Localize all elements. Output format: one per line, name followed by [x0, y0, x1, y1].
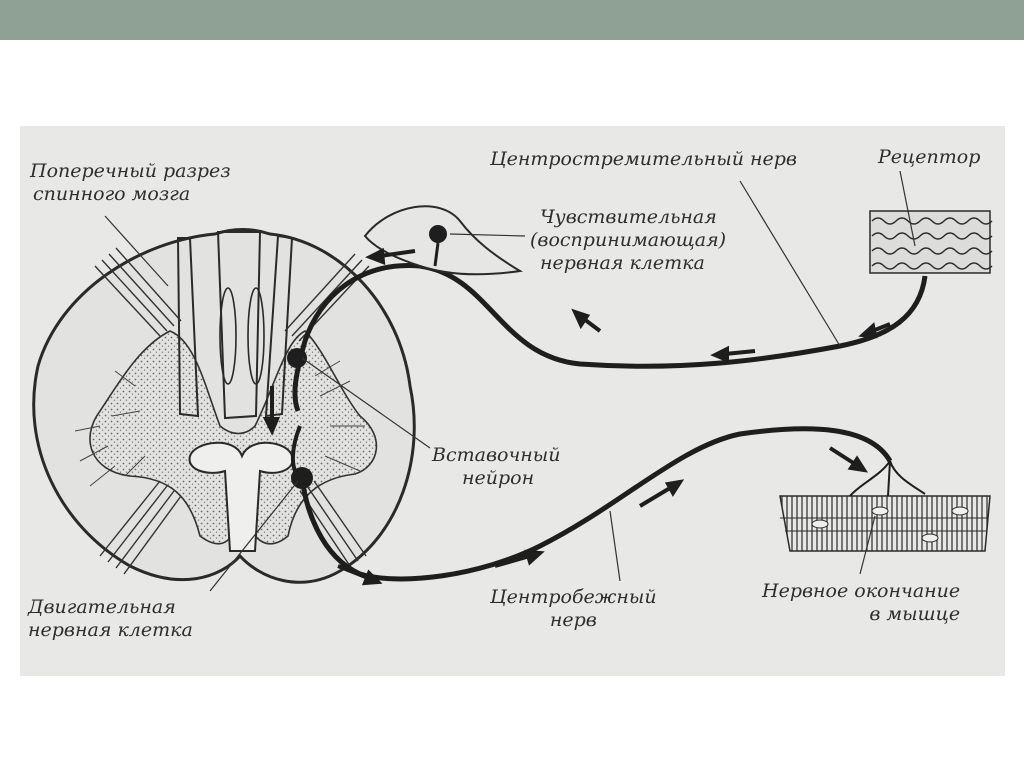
label-motor-cell: Двигательная нервная клетка [28, 596, 193, 642]
reflex-arc-diagram: Поперечный разрез спинного мозга Центрос… [20, 126, 1005, 676]
label-interneuron: Вставочный нейрон [432, 444, 561, 490]
label-receptor: Рецептор [878, 146, 980, 169]
receptor-structure [870, 211, 992, 273]
label-sensory-cell: Чувствительная (воспринимающая) нервная … [530, 206, 726, 275]
muscle-tissue [780, 461, 990, 551]
label-nerve-ending: Нервное окончание в мышце [762, 580, 960, 626]
spinal-cord-section [34, 230, 415, 583]
label-cross-section: Поперечный разрез спинного мозга [30, 160, 231, 206]
interneuron-cell [287, 348, 307, 368]
label-afferent-nerve: Центростремительный нерв [490, 148, 797, 171]
label-efferent-nerve: Центробежный нерв [490, 586, 657, 632]
slide-header-bar [0, 0, 1024, 40]
sensory-ganglion [365, 206, 520, 274]
